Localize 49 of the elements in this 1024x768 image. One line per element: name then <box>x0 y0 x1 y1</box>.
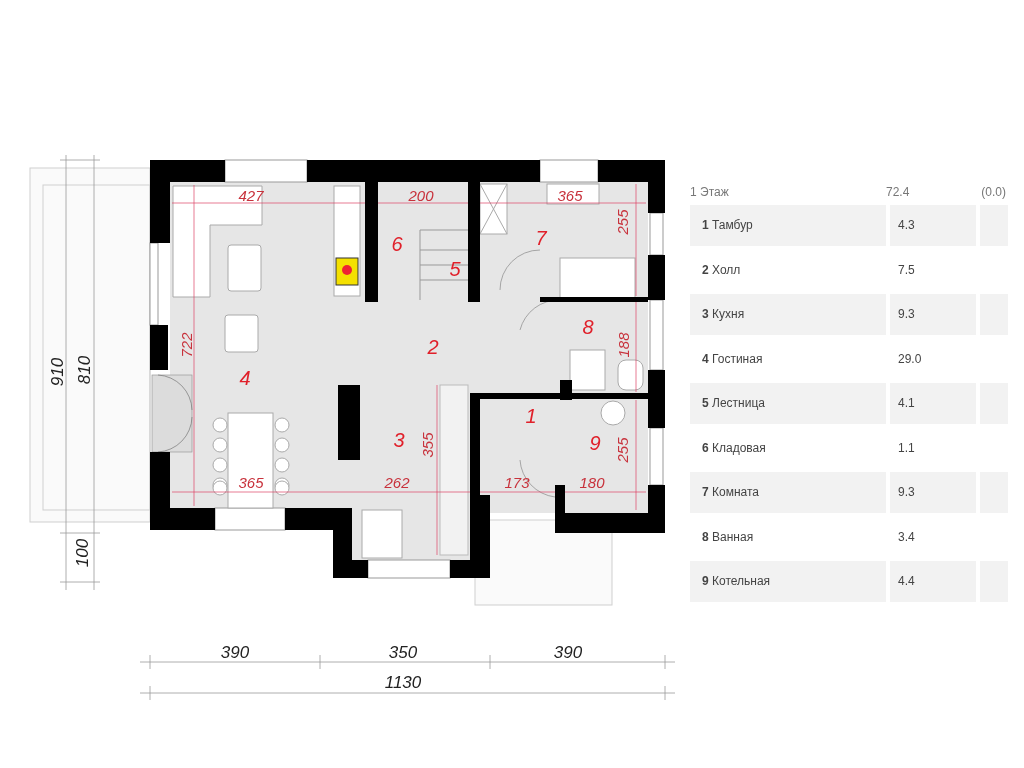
table-cell: 9 Котельная <box>690 561 886 602</box>
table-header: 1 Этаж <box>690 184 730 201</box>
dimension-label: 200 <box>408 187 434 203</box>
room-number: 9 <box>589 433 601 453</box>
room-number: 2 <box>427 337 439 357</box>
room-number: 5 <box>449 259 461 279</box>
dimension-label: 355 <box>419 432 435 458</box>
room-number: 8 <box>582 317 594 337</box>
table-cell: 7 Комната <box>690 472 886 513</box>
table-cell: 9.3 <box>890 294 976 335</box>
table-cell: 5 Лестница <box>690 383 886 424</box>
table-cell-text: 7.5 <box>897 261 916 279</box>
dimension-label: 262 <box>384 474 410 490</box>
dimension-label: 390 <box>553 643 583 661</box>
room-number: 3 <box>393 430 405 450</box>
dimension-label: 365 <box>238 474 264 490</box>
room-number: 6 <box>391 234 403 254</box>
dimension-label: 810 <box>75 355 93 385</box>
table-cell: 4.3 <box>890 205 976 246</box>
table-cell-text: 8 Ванная <box>701 528 755 546</box>
table-cell-text: 4 Гостиная <box>701 350 764 368</box>
table-cell: 1 Тамбур <box>690 205 886 246</box>
dimension-label: 365 <box>557 187 583 203</box>
dimension-label: 390 <box>220 643 250 661</box>
dimension-label: 1130 <box>384 673 422 691</box>
dimension-label: 188 <box>615 332 631 358</box>
dimension-label: 910 <box>48 357 66 387</box>
table-cell: 3 Кухня <box>690 294 886 335</box>
table-cell-text: 3.4 <box>897 528 916 546</box>
table-header: (0.0) <box>980 184 1006 201</box>
table-cell-text: 2 Холл <box>701 261 742 279</box>
room-number: 4 <box>239 368 251 388</box>
room-number: 1 <box>525 406 537 426</box>
dimension-label: 255 <box>614 437 630 463</box>
table-header: 72.4 <box>885 184 911 201</box>
dimension-label: 427 <box>238 187 264 203</box>
table-cell-text: 6 Кладовая <box>701 439 767 457</box>
dimension-label: 100 <box>73 538 91 568</box>
room-number: 7 <box>535 228 547 248</box>
table-cell: 4.4 <box>890 561 976 602</box>
table-cell-text: 29.0 <box>897 350 923 368</box>
dimension-label: 255 <box>614 209 630 235</box>
dimension-label: 722 <box>178 332 194 358</box>
table-cell: 4.1 <box>890 383 976 424</box>
table-cell-text: 1.1 <box>897 439 916 457</box>
dimension-label: 180 <box>579 474 605 490</box>
table-cell: 9.3 <box>890 472 976 513</box>
dimension-label: 173 <box>504 474 530 490</box>
dimension-label: 350 <box>388 643 418 661</box>
